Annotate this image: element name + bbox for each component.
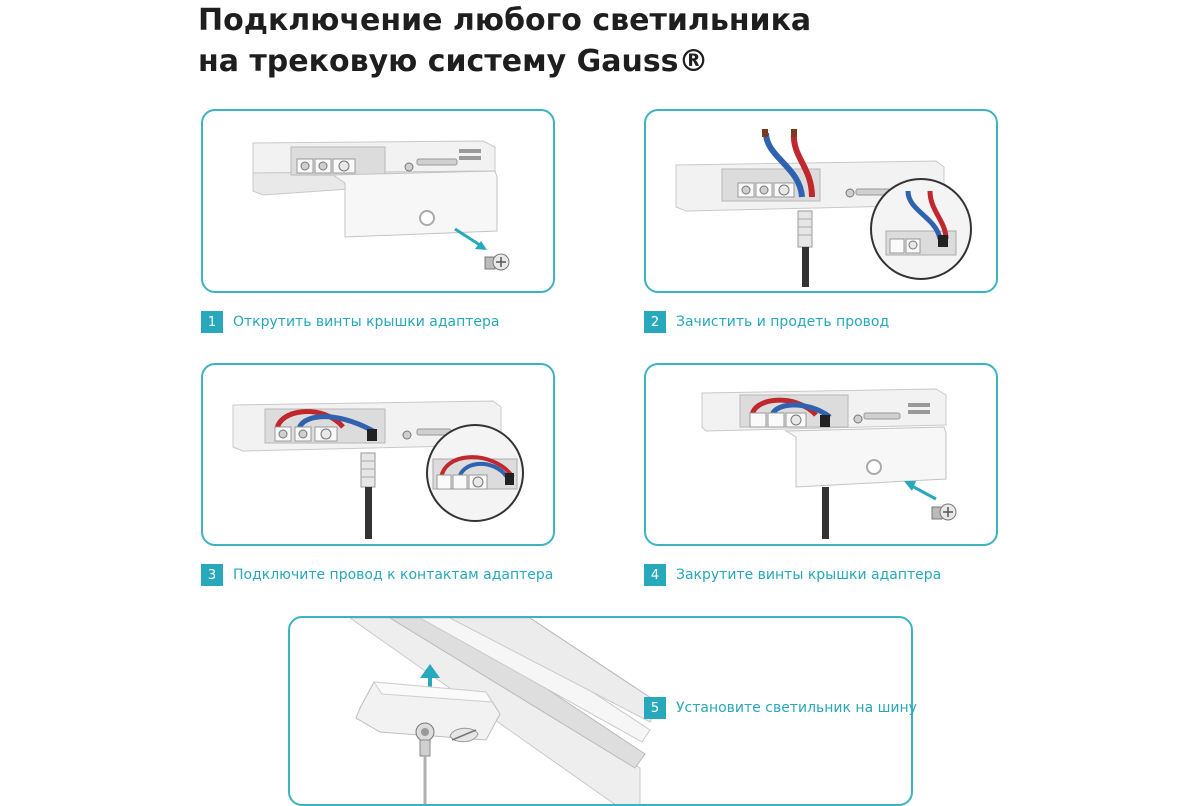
step-5-text: Установите светильник на шину xyxy=(676,700,917,716)
step-2-label: 2 Зачистить и продеть провод xyxy=(644,311,889,333)
adapter-close-cover-illustration xyxy=(701,388,957,539)
adapter-body xyxy=(355,681,501,804)
step-3-label: 3 Подключите провод к контактам адаптера xyxy=(201,564,553,586)
step-2-text: Зачистить и продеть провод xyxy=(676,314,890,330)
zoom-detail-circle xyxy=(426,424,524,522)
step-4-illustration-panel xyxy=(644,363,998,546)
step-4-number: 4 xyxy=(644,564,666,586)
zoom-detail-circle xyxy=(870,178,972,280)
step-1-text: Открутить винты крышки адаптера xyxy=(233,314,500,330)
step-5-label: 5 Установите светильник на шину xyxy=(644,697,917,719)
step-2-illustration-panel xyxy=(644,109,998,293)
step-5-number: 5 xyxy=(644,697,666,719)
adapter-wire-connect-illustration xyxy=(232,400,524,539)
adapter-wire-insert-illustration xyxy=(675,129,972,287)
step-3-text: Подключите провод к контактам адаптера xyxy=(233,567,554,583)
screw-icon xyxy=(484,253,510,271)
screw-icon xyxy=(931,503,957,521)
mount-on-track-illustration xyxy=(349,618,661,804)
step-1-number: 1 xyxy=(201,311,223,333)
step-5-illustration-panel xyxy=(288,616,913,806)
step-1-illustration-panel xyxy=(201,109,555,293)
step-4-label: 4 Закрутите винты крышки адаптера xyxy=(644,564,941,586)
page-title: Подключение любого светильника на треков… xyxy=(198,0,811,82)
step-3-number: 3 xyxy=(201,564,223,586)
step-4-text: Закрутите винты крышки адаптера xyxy=(676,567,942,583)
step-1-label: 1 Открутить винты крышки адаптера xyxy=(201,311,500,333)
step-2-number: 2 xyxy=(644,311,666,333)
terminal-block xyxy=(296,158,356,174)
step-3-illustration-panel xyxy=(201,363,555,546)
title-line-2: на трековую систему Gauss® xyxy=(198,44,709,79)
title-line-1: Подключение любого светильника xyxy=(198,3,812,38)
adapter-open-cover-illustration xyxy=(252,140,510,271)
